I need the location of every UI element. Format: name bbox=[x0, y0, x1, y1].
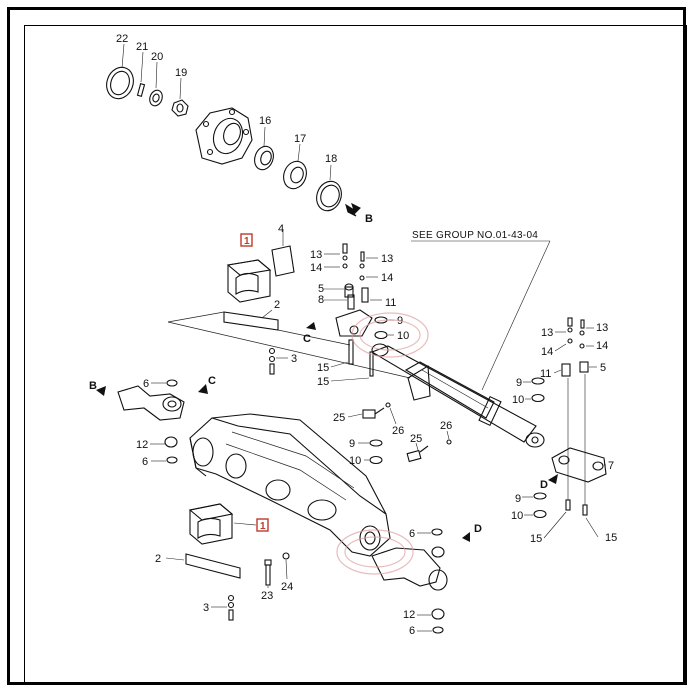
svg-text:10: 10 bbox=[511, 510, 523, 522]
svg-text:16: 16 bbox=[259, 115, 271, 127]
svg-text:8: 8 bbox=[318, 294, 324, 306]
svg-text:11: 11 bbox=[385, 297, 396, 309]
hydraulic-cylinder bbox=[370, 343, 545, 448]
svg-text:19: 19 bbox=[175, 67, 187, 79]
see-group-note: SEE GROUP NO.01-43-04 bbox=[411, 230, 551, 391]
cylinder-pivot-right: 13 13 14 14 11 5 9 10 7 D 9 10 bbox=[511, 317, 617, 545]
svg-text:2: 2 bbox=[155, 553, 161, 565]
svg-text:3: 3 bbox=[291, 353, 297, 365]
svg-text:D: D bbox=[474, 523, 482, 535]
svg-text:14: 14 bbox=[541, 346, 553, 358]
cylinder-pivot-left: 13 14 13 14 5 8 11 9 10 15 15 C bbox=[303, 243, 409, 388]
svg-text:9: 9 bbox=[515, 493, 521, 505]
svg-text:20: 20 bbox=[151, 51, 163, 63]
svg-text:14: 14 bbox=[381, 272, 393, 284]
svg-text:4: 4 bbox=[278, 223, 284, 235]
svg-text:6: 6 bbox=[409, 625, 415, 637]
cylinder-fittings: 25 26 9 10 25 26 bbox=[333, 402, 452, 467]
svg-text:3: 3 bbox=[203, 602, 209, 614]
svg-text:25: 25 bbox=[410, 433, 422, 445]
svg-text:10: 10 bbox=[349, 455, 361, 467]
svg-text:14: 14 bbox=[596, 340, 608, 352]
svg-text:14: 14 bbox=[310, 262, 322, 274]
diagram-inner-border bbox=[24, 25, 687, 685]
svg-text:5: 5 bbox=[600, 362, 606, 374]
svg-text:26: 26 bbox=[440, 420, 452, 432]
svg-text:15: 15 bbox=[317, 376, 329, 388]
pad-block-upper: 4 2 3 1 bbox=[223, 223, 297, 375]
svg-text:22: 22 bbox=[116, 33, 128, 45]
steering-knuckle-right: 6 12 6 D bbox=[371, 523, 482, 637]
svg-text:13: 13 bbox=[310, 249, 322, 261]
svg-text:6: 6 bbox=[142, 456, 148, 468]
svg-text:12: 12 bbox=[136, 439, 148, 451]
svg-text:24: 24 bbox=[281, 581, 293, 593]
svg-text:23: 23 bbox=[261, 590, 273, 602]
svg-text:17: 17 bbox=[294, 133, 306, 145]
svg-text:15: 15 bbox=[317, 362, 329, 374]
svg-text:21: 21 bbox=[136, 41, 148, 53]
svg-text:B: B bbox=[365, 213, 373, 225]
svg-text:5: 5 bbox=[318, 283, 324, 295]
svg-text:C: C bbox=[303, 333, 311, 345]
svg-text:10: 10 bbox=[397, 330, 409, 342]
hub-assembly: 22 21 20 19 16 17 18 B bbox=[106, 33, 373, 225]
svg-text:25: 25 bbox=[333, 412, 345, 424]
svg-text:12: 12 bbox=[403, 609, 415, 621]
svg-text:15: 15 bbox=[605, 532, 617, 544]
diagram-frame bbox=[7, 7, 687, 685]
axle-frame bbox=[189, 413, 391, 557]
svg-text:B: B bbox=[89, 380, 97, 392]
see-group-label: SEE GROUP NO.01-43-04 bbox=[412, 230, 538, 241]
svg-text:10: 10 bbox=[512, 394, 524, 406]
svg-text:9: 9 bbox=[516, 377, 522, 389]
svg-text:13: 13 bbox=[541, 327, 553, 339]
svg-text:15: 15 bbox=[530, 533, 542, 545]
svg-text:13: 13 bbox=[381, 253, 393, 265]
pad-block-lower: 2 1 3 23 24 bbox=[155, 503, 293, 621]
svg-text:6: 6 bbox=[409, 528, 415, 540]
svg-text:9: 9 bbox=[349, 438, 355, 450]
svg-text:C: C bbox=[208, 375, 216, 387]
svg-text:D: D bbox=[540, 479, 548, 491]
svg-text:26: 26 bbox=[392, 425, 404, 437]
svg-text:18: 18 bbox=[325, 153, 337, 165]
steering-knuckle-left: 6 12 6 B C bbox=[89, 375, 216, 468]
watermark-stamp bbox=[336, 312, 429, 575]
svg-text:6: 6 bbox=[143, 378, 149, 390]
svg-text:11: 11 bbox=[540, 368, 551, 380]
svg-text:1: 1 bbox=[260, 521, 266, 532]
svg-text:13: 13 bbox=[596, 322, 608, 334]
svg-text:1: 1 bbox=[244, 236, 250, 247]
svg-text:7: 7 bbox=[608, 460, 614, 472]
svg-text:2: 2 bbox=[274, 299, 280, 311]
